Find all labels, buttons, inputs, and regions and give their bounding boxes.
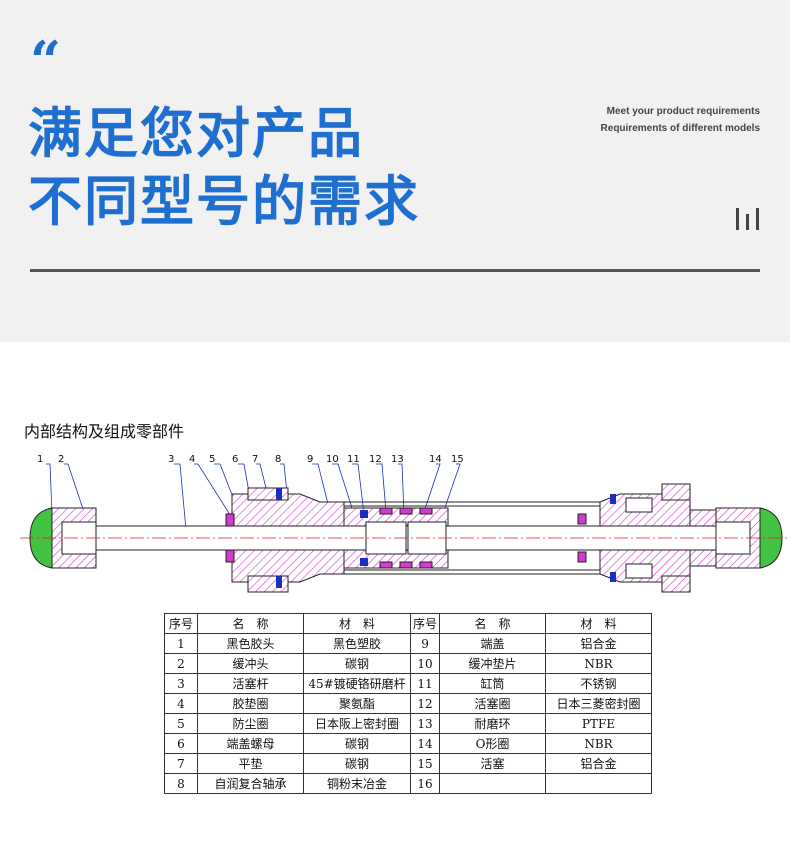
cell: 不锈钢 xyxy=(545,673,653,694)
cell: 10 xyxy=(409,653,441,674)
cell: 胶垫圈 xyxy=(197,693,304,714)
cell: 13 xyxy=(409,713,441,734)
cell: 铜粉末冶金 xyxy=(303,773,411,794)
table-row: 5 防尘圈 日本阪上密封圈 13 耐磨环 PTFE xyxy=(164,713,653,734)
callout-11: 11 xyxy=(347,454,360,465)
callout-15: 15 xyxy=(451,454,464,465)
cell: 3 xyxy=(164,673,198,694)
cell xyxy=(545,773,653,794)
cell: 耐磨环 xyxy=(439,713,547,734)
decorative-bars-icon xyxy=(736,208,759,230)
table-row: 1 黑色胶头 黑色塑胶 9 端盖 铝合金 xyxy=(164,633,653,654)
callout-7: 7 xyxy=(252,454,258,465)
cell: 端盖 xyxy=(439,633,547,654)
cell: 碳钢 xyxy=(303,653,411,674)
section-title: 内部结构及组成零部件 xyxy=(24,422,185,441)
cell: 活塞圈 xyxy=(439,693,547,714)
table-row: 4 胶垫圈 聚氨酯 12 活塞圈 日本三菱密封圈 xyxy=(164,693,653,714)
cell: 铝合金 xyxy=(545,633,653,654)
cell xyxy=(439,773,547,794)
cell: 11 xyxy=(409,673,441,694)
callout-13: 13 xyxy=(391,454,404,465)
callout-12: 12 xyxy=(369,454,382,465)
header-no: 序号 xyxy=(164,613,198,634)
cell: 5 xyxy=(164,713,198,734)
cell: 45#镀硬铬研磨杆 xyxy=(303,673,411,694)
cell: 日本三菱密封圈 xyxy=(545,693,653,714)
header-material-2: 材 料 xyxy=(545,613,653,634)
callout-10: 10 xyxy=(326,454,339,465)
cell: 14 xyxy=(409,733,441,754)
cell: 日本阪上密封圈 xyxy=(303,713,411,734)
cell: 8 xyxy=(164,773,198,794)
subtitle-line-1: Meet your product requirements xyxy=(606,106,760,117)
cell: 平垫 xyxy=(197,753,304,774)
cell: 活塞杆 xyxy=(197,673,304,694)
parts-table: 序号 名 称 材 料 序号 名 称 材 料 1 黑色胶头 黑色塑胶 9 端盖 铝… xyxy=(164,613,653,794)
cell: 1 xyxy=(164,633,198,654)
callout-8: 8 xyxy=(275,454,281,465)
table-row: 3 活塞杆 45#镀硬铬研磨杆 11 缸筒 不锈钢 xyxy=(164,673,653,694)
headline-line-2: 不同型号的需求 xyxy=(28,170,420,233)
table-header-row: 序号 名 称 材 料 序号 名 称 材 料 xyxy=(164,613,653,634)
cell: 自润复合轴承 xyxy=(197,773,304,794)
header-no-2: 序号 xyxy=(409,613,441,634)
cell: 16 xyxy=(409,773,441,794)
cell: 4 xyxy=(164,693,198,714)
cell: 黑色塑胶 xyxy=(303,633,411,654)
table-row: 8 自润复合轴承 铜粉末冶金 16 xyxy=(164,773,653,794)
callout-1: 1 xyxy=(37,454,43,465)
cell: O形圈 xyxy=(439,733,547,754)
headline-line-1: 满足您对产品 xyxy=(28,102,364,165)
cell: 12 xyxy=(409,693,441,714)
table-row: 7 平垫 碳钢 15 活塞 铝合金 xyxy=(164,753,653,774)
table-row: 6 端盖螺母 碳钢 14 O形圈 NBR xyxy=(164,733,653,754)
cell: 缓冲头 xyxy=(197,653,304,674)
cell: 6 xyxy=(164,733,198,754)
cell: 黑色胶头 xyxy=(197,633,304,654)
hero-banner: “ 满足您对产品 不同型号的需求 Meet your product requi… xyxy=(0,0,790,342)
table-row: 2 缓冲头 碳钢 10 缓冲垫片 NBR xyxy=(164,653,653,674)
header-name-2: 名 称 xyxy=(439,613,547,634)
cylinder-cross-section-diagram: 1 2 3 4 5 6 7 8 9 10 11 12 13 14 15 xyxy=(20,454,790,593)
cell: 缓冲垫片 xyxy=(439,653,547,674)
cell: 聚氨酯 xyxy=(303,693,411,714)
header-material: 材 料 xyxy=(303,613,411,634)
header-name: 名 称 xyxy=(197,613,304,634)
callout-6: 6 xyxy=(232,454,238,465)
cell: 碳钢 xyxy=(303,753,411,774)
cell: PTFE xyxy=(545,713,653,734)
callout-14: 14 xyxy=(429,454,442,465)
callout-4: 4 xyxy=(189,454,195,465)
cell: 防尘圈 xyxy=(197,713,304,734)
subtitle-line-2: Requirements of different models xyxy=(600,123,760,134)
callout-9: 9 xyxy=(307,454,313,465)
cell: 2 xyxy=(164,653,198,674)
cell: 9 xyxy=(409,633,441,654)
cell: 15 xyxy=(409,753,441,774)
cell: 缸筒 xyxy=(439,673,547,694)
quote-mark: “ xyxy=(30,29,61,93)
callout-5: 5 xyxy=(209,454,215,465)
cell: NBR xyxy=(545,653,653,674)
callout-3: 3 xyxy=(168,454,174,465)
cell: 碳钢 xyxy=(303,733,411,754)
cell: 活塞 xyxy=(439,753,547,774)
cell: 铝合金 xyxy=(545,753,653,774)
cell: NBR xyxy=(545,733,653,754)
cell: 端盖螺母 xyxy=(197,733,304,754)
cell: 7 xyxy=(164,753,198,774)
divider-rule xyxy=(30,269,760,272)
callout-2: 2 xyxy=(58,454,64,465)
